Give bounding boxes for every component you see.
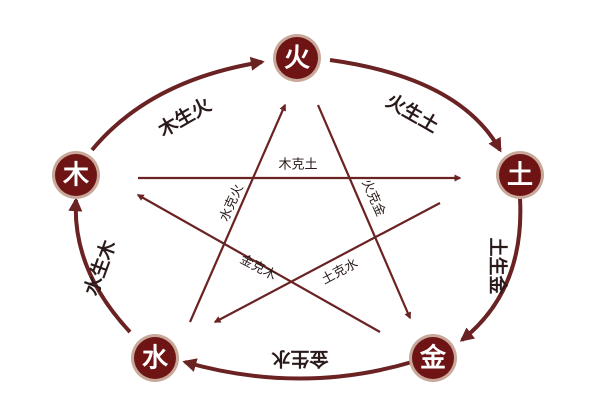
arrow-earth-controls-water bbox=[213, 202, 441, 323]
label-metal-controls-wood: 金克木 bbox=[237, 251, 279, 283]
node-metal: 金 bbox=[409, 334, 457, 382]
generating-labels: 木生火 火生土 土生金 金生水 水生木 bbox=[80, 89, 510, 371]
arrow-metal-controls-wood bbox=[136, 194, 381, 333]
arrow-fire-to-earth bbox=[329, 58, 502, 153]
node-wood-label: 木 bbox=[62, 161, 89, 191]
arrow-water-to-wood bbox=[68, 197, 132, 334]
node-earth-label: 土 bbox=[507, 161, 533, 191]
node-metal-label: 金 bbox=[419, 343, 447, 374]
label-fire-controls-metal: 火克金 bbox=[358, 177, 388, 219]
node-earth: 土 bbox=[496, 151, 544, 199]
node-water: 水 bbox=[131, 334, 179, 382]
label-earth-controls-water: 土克水 bbox=[319, 256, 360, 288]
node-wood: 木 bbox=[52, 151, 100, 199]
arrow-earth-to-metal bbox=[459, 197, 523, 342]
generating-cycle bbox=[68, 56, 523, 381]
controlling-cycle bbox=[136, 103, 462, 333]
label-fire-generates-earth: 火生土 bbox=[382, 89, 443, 137]
label-wood-controls-earth: 木克土 bbox=[278, 158, 317, 173]
node-fire: 火 bbox=[273, 34, 321, 82]
node-fire-label: 火 bbox=[284, 44, 310, 74]
arrow-wood-to-fire bbox=[90, 56, 265, 152]
arrow-fire-controls-metal bbox=[316, 104, 412, 320]
arrow-metal-to-water bbox=[182, 358, 413, 381]
arrow-water-controls-fire bbox=[188, 103, 287, 323]
label-wood-generates-fire: 木生火 bbox=[153, 92, 216, 141]
label-earth-generates-metal: 土生金 bbox=[487, 237, 510, 295]
label-metal-generates-water: 金生水 bbox=[271, 348, 330, 371]
node-water-label: 水 bbox=[142, 344, 169, 374]
